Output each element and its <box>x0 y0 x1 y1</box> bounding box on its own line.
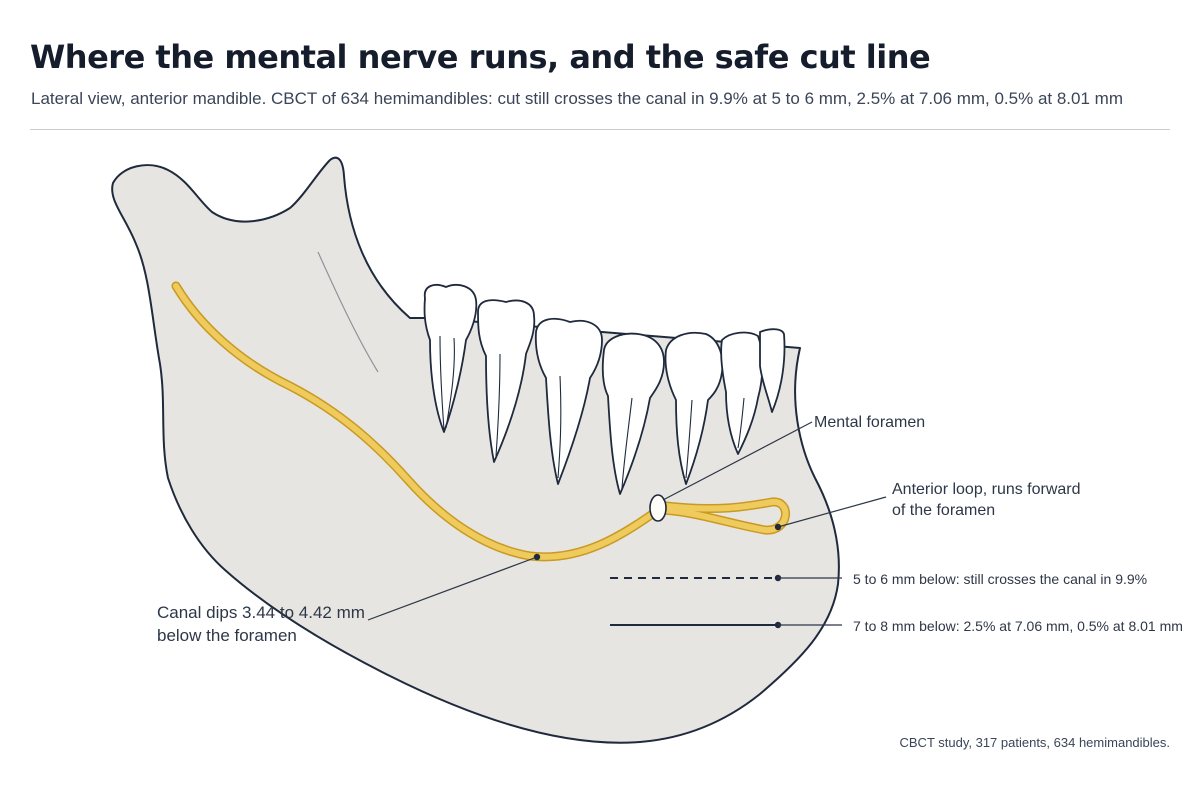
label-anterior-loop-line1: Anterior loop, runs forward <box>892 481 1081 498</box>
incisor-tooth <box>759 328 786 413</box>
label-canal-dip-line2: below the foramen <box>157 626 297 645</box>
root-details <box>439 335 745 489</box>
mental-foramen-marker <box>649 494 667 522</box>
label-mental-foramen: Mental foramen <box>814 414 925 431</box>
molar-1-tooth <box>534 317 603 485</box>
label-canal-dip-line1: Canal dips 3.44 to 4.42 mm <box>157 603 365 622</box>
page-subtitle: Lateral view, anterior mandible. CBCT of… <box>31 89 1123 108</box>
leader-anterior-loop <box>777 496 887 528</box>
anchor-anterior-loop <box>774 523 782 531</box>
nerve-fill <box>173 283 789 560</box>
teeth <box>423 284 786 495</box>
canine-tooth <box>720 331 764 455</box>
molar-3-tooth <box>423 284 478 433</box>
label-cut-7-8mm: 7 to 8 mm below: 2.5% at 7.06 mm, 0.5% a… <box>853 618 1183 634</box>
premolar-2-tooth <box>601 332 665 495</box>
leader-mental-foramen <box>662 421 813 501</box>
footnote: CBCT study, 317 patients, 634 hemimandib… <box>899 735 1171 750</box>
premolar-1-tooth <box>664 331 724 485</box>
mandible-bone <box>111 156 840 744</box>
leader-canal-dip <box>367 556 538 621</box>
anchor-canal-dip <box>533 553 541 561</box>
ramus-contour <box>317 251 379 373</box>
molar-2-tooth <box>477 299 536 463</box>
label-anterior-loop-line2: of the foramen <box>892 502 995 519</box>
page-title: Where the mental nerve runs, and the saf… <box>30 38 931 76</box>
header-divider <box>30 129 1170 130</box>
label-cut-5-6mm: 5 to 6 mm below: still crosses the canal… <box>853 571 1147 587</box>
